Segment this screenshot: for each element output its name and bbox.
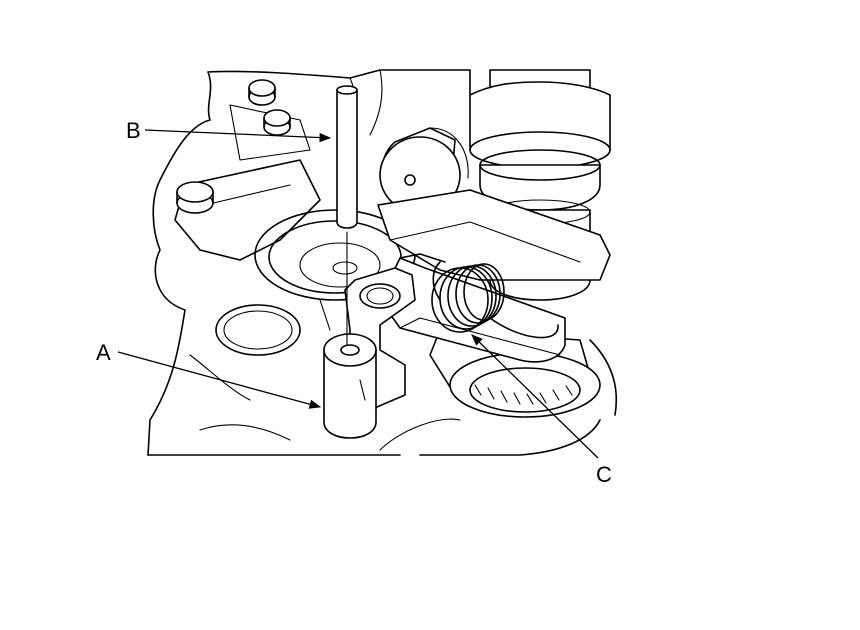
torsion-spring [399, 253, 559, 339]
callout-a: A [96, 340, 322, 409]
callout-label-b: B [126, 118, 141, 143]
shift-arm-plate [377, 189, 611, 281]
transmission-housing [147, 69, 601, 456]
shift-knob [379, 127, 469, 214]
callout-c: C [471, 334, 612, 487]
shift-lever [379, 257, 566, 363]
alignment-pin [336, 85, 358, 346]
callout-label-c: C [596, 462, 612, 487]
pin-bracket [323, 267, 416, 439]
bolt-upper [248, 79, 276, 106]
callout-label-a: A [96, 340, 111, 365]
bolt-middle [263, 109, 291, 136]
bolt-left [176, 181, 214, 214]
callout-b: B [126, 118, 332, 143]
